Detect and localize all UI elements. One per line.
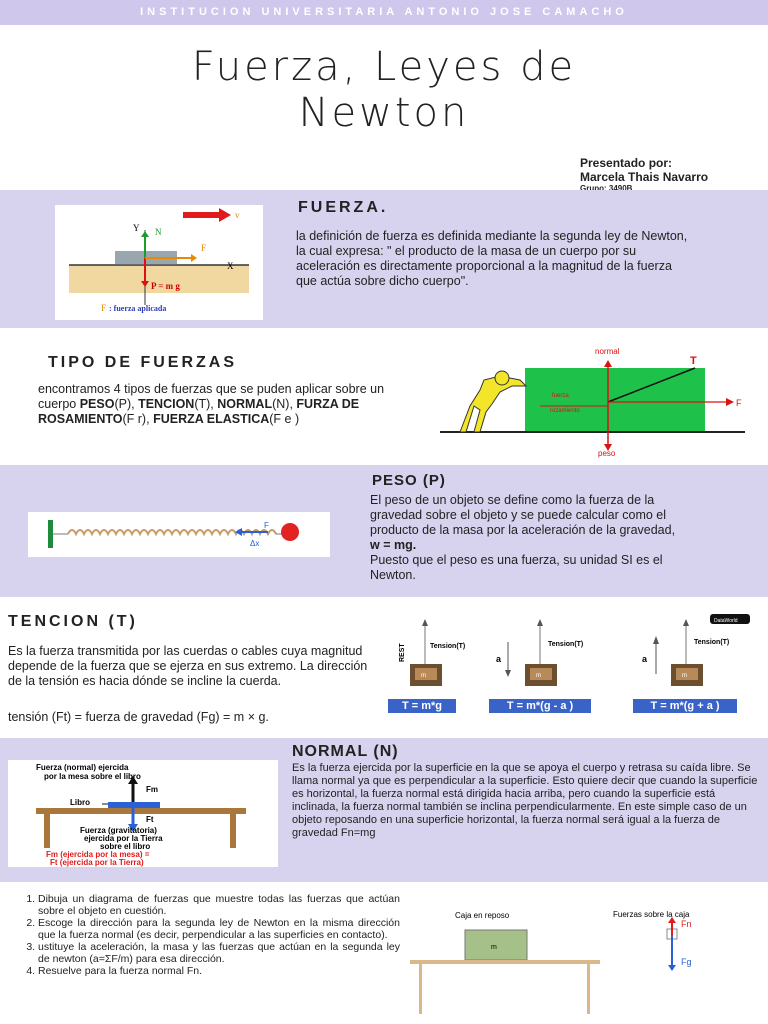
tipos-intro: encontramos 4 tipos de fuerzas que se pu…	[38, 382, 385, 411]
fig-tension1: Tension(T)	[430, 643, 465, 650]
fig-fr1: fuerza	[552, 393, 569, 399]
fig-pm: P = m g	[151, 281, 180, 291]
fig-caption: : fuerza aplicada	[109, 304, 166, 313]
tipos-heading: TIPO DE FUERZAS	[48, 354, 238, 371]
fig-fuerzas: Fuerzas sobre la caja	[613, 910, 690, 919]
presenter-block: Presentado por: Marcela Thais Navarro Gr…	[580, 156, 708, 194]
fuerza-heading: FUERZA.	[298, 199, 389, 216]
step-item: Resuelve para la fuerza normal Fn.	[38, 965, 400, 977]
fig-spring-f: F	[264, 521, 269, 530]
fig-fr2: rozamiento	[550, 408, 580, 414]
fig-rest: REST	[399, 643, 406, 662]
fig-libro: Libro	[70, 798, 90, 807]
tension-formula-3: T = m*(g + a )	[633, 699, 737, 713]
fig-a3: a	[642, 654, 648, 664]
fig-fm: Fm	[146, 785, 158, 794]
steps-figure: Caja en reposo m Fuerzas sobre la caja F…	[410, 910, 692, 1014]
fig-bot1: Fuerza (gravitatoria)	[80, 826, 157, 835]
presenter-group: Grupo: 3490B	[580, 184, 633, 193]
fig-v: v	[235, 210, 240, 220]
step-item: ustituye la aceleración, la masa y las f…	[38, 941, 400, 965]
fig-bot3: sobre el libro	[100, 842, 150, 851]
fig-box-m: m	[491, 944, 497, 951]
tipos-tension: TENCION	[138, 397, 195, 411]
step-item: Escoge la dirección para la segunda ley …	[38, 917, 400, 941]
fig-m2: m	[536, 673, 541, 679]
fig-caja: Caja en reposo	[455, 911, 510, 920]
fig-a2: a	[496, 654, 502, 664]
tipos-figure: normal T F peso fuerza rozamiento	[440, 347, 745, 458]
fuerza-body: la definición de fuerza es definida medi…	[296, 229, 688, 288]
fig-fg: Fg	[681, 957, 692, 967]
peso-formula: w = mg.	[370, 538, 417, 552]
tencion-body: Es la fuerza transmitida por las cuerdas…	[8, 644, 368, 688]
fig-m1: m	[421, 673, 426, 679]
fig-m3: m	[682, 673, 687, 679]
tipos-peso: PESO	[79, 397, 115, 411]
tension-formula-2: T = m*(g - a )	[489, 699, 591, 713]
title-line-1: Fuerza, Leyes de	[191, 44, 577, 90]
fig-y: Y	[133, 223, 140, 233]
block-force-diagram: v N F P = m g X Y F : fuerza aplicada	[69, 208, 249, 313]
fig-red2: Ft (ejercida por la Tierra)	[50, 858, 144, 867]
institution-name: INSTITUCION UNIVERSITARIA ANTONIO JOSE C…	[140, 6, 628, 18]
tipos-body: encontramos 4 tipos de fuerzas que se pu…	[38, 382, 410, 427]
fig-cap-f: F	[101, 303, 106, 313]
tension-formula-1: T = m*g	[388, 699, 456, 713]
fig-fn: Fn	[681, 919, 692, 929]
tencion-figure: m Tension(T) REST m Tension(T) a m Tensi…	[399, 614, 750, 686]
fig-t: T	[690, 355, 697, 367]
tipos-roz-s: (F r),	[122, 412, 150, 426]
tipos-elast: FUERZA ELASTICA	[153, 412, 270, 426]
normal-figure: Fuerza (normal) ejercida por la mesa sob…	[8, 760, 278, 867]
header-bar: INSTITUCION UNIVERSITARIA ANTONIO JOSE C…	[0, 0, 768, 25]
fig-red1: Fm (ejercida por la mesa) =	[46, 850, 150, 859]
step-item: Dibuja un diagrama de fuerzas que muestr…	[38, 893, 400, 917]
peso-body: El peso de un objeto se define como la f…	[370, 493, 705, 583]
book-table-diagram: Fuerza (normal) ejercida por la mesa sob…	[36, 763, 246, 867]
page-title: Fuerza, Leyes de Newton	[0, 44, 768, 136]
fig-tension2: Tension(T)	[548, 641, 583, 648]
fig-tension3: Tension(T)	[694, 639, 729, 646]
normal-body: Es la fuerza ejercida por la superficie …	[292, 762, 758, 839]
peso-body2: Puesto que el peso es una fuerza, su uni…	[370, 553, 663, 582]
peso-figure: F Δx	[28, 512, 330, 557]
fuerza-figure: v N F P = m g X Y F : fuerza aplicada	[55, 205, 263, 320]
tipos-peso-s: (P),	[114, 397, 139, 411]
tipos-normal: NORMAL	[217, 397, 273, 411]
tipos-roz: FURZA DE ROSAMIENTO	[38, 397, 360, 426]
tipos-normal-s: (N),	[272, 397, 297, 411]
fig-top1: Fuerza (normal) ejercida	[36, 763, 129, 772]
fig-normal: normal	[595, 347, 620, 356]
tipos-tension-s: (T),	[194, 397, 214, 411]
fig-ft: Ft	[146, 815, 154, 824]
presenter-label: Presentado por:	[580, 156, 673, 170]
fig-bot2: ejercida por la Tierra	[84, 834, 163, 843]
fig-n: N	[155, 227, 162, 237]
fig-dx: Δx	[250, 539, 259, 548]
tipos-elast-s: (F e )	[269, 412, 300, 426]
fig-top2: por la mesa sobre el libro	[44, 772, 141, 781]
fig-x: X	[227, 261, 234, 271]
fig-badge: DataWorld	[714, 618, 738, 624]
fig-f: F	[201, 243, 206, 253]
tencion-formula-text: tensión (Ft) = fuerza de gravedad (Fg) =…	[8, 710, 269, 724]
title-line-2: Newton	[298, 90, 470, 136]
fig-f2: F	[736, 398, 742, 408]
fig-peso: peso	[598, 449, 616, 458]
steps-list: Dibuja un diagrama de fuerzas que muestr…	[22, 893, 400, 977]
peso-body-text: El peso de un objeto se define como la f…	[370, 493, 676, 537]
normal-heading: NORMAL (N)	[292, 743, 399, 760]
tencion-heading: TENCION (T)	[8, 613, 138, 630]
presenter-name: Marcela Thais Navarro	[580, 170, 709, 184]
spring-diagram: F Δx	[48, 520, 299, 548]
peso-heading: PESO (P)	[372, 472, 446, 489]
